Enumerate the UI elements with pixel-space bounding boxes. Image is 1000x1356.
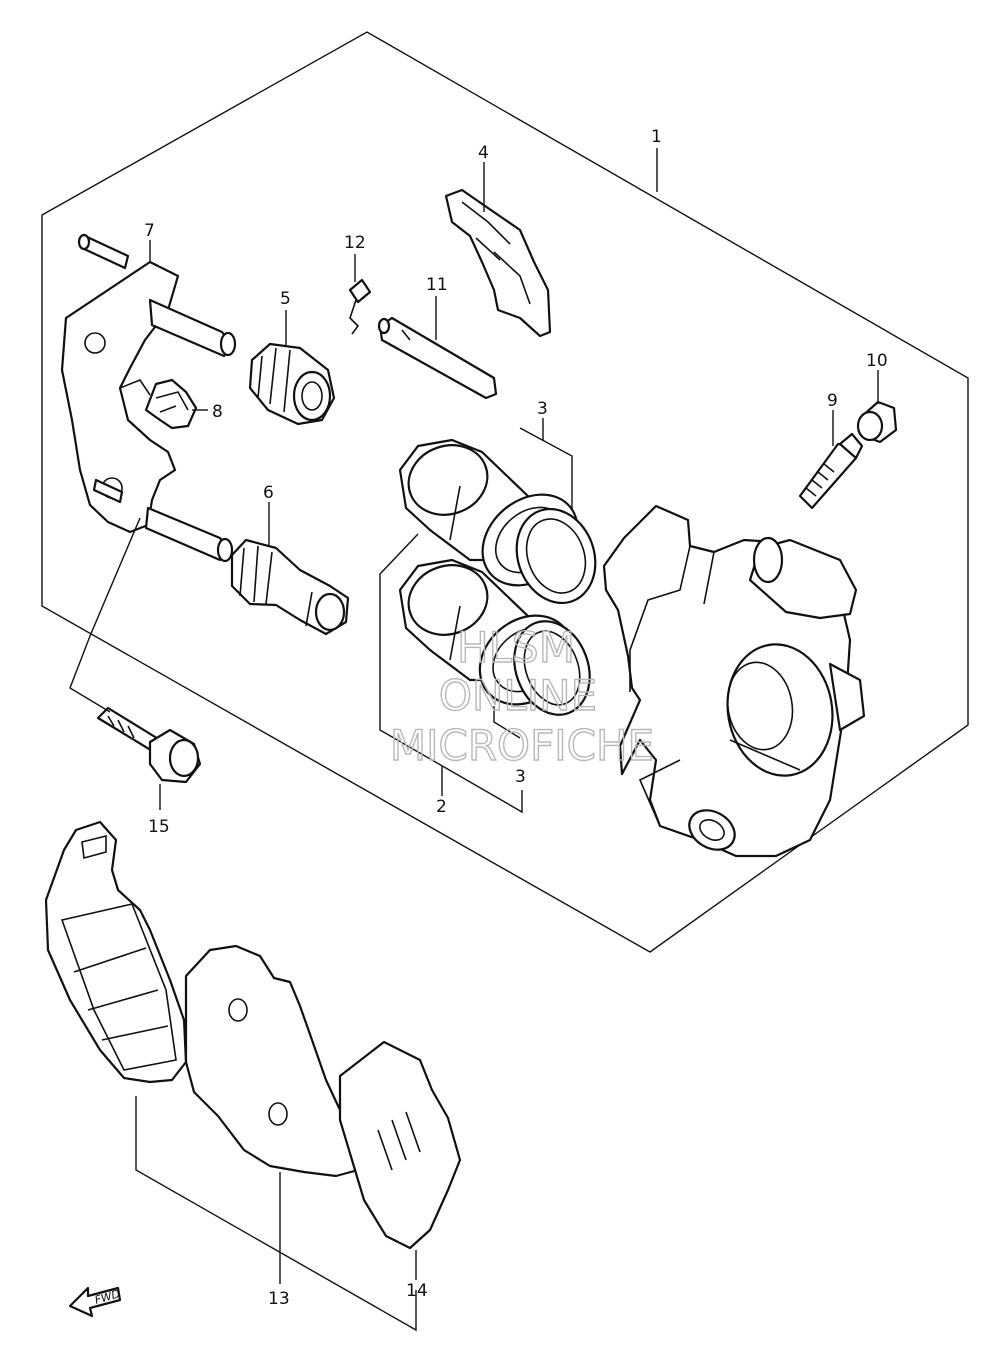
pad-spring[interactable] xyxy=(444,188,552,338)
bleeder-valve[interactable] xyxy=(798,432,864,510)
callout-11[interactable]: 11 xyxy=(426,275,448,295)
callout-8[interactable]: 8 xyxy=(212,402,223,422)
callout-3-lower[interactable]: 3 xyxy=(515,767,526,787)
callout-1[interactable]: 1 xyxy=(651,127,662,147)
callout-2[interactable]: 2 xyxy=(436,797,447,817)
piston-seal-lower[interactable] xyxy=(462,597,602,725)
callout-5[interactable]: 5 xyxy=(280,289,291,309)
pad-pin[interactable] xyxy=(377,316,498,400)
boot[interactable] xyxy=(248,342,336,426)
pin-clip[interactable] xyxy=(348,278,372,335)
assembly-boundary xyxy=(41,31,969,953)
caliper-holder[interactable] xyxy=(60,233,237,563)
callout-4[interactable]: 4 xyxy=(478,143,489,163)
seal-set-bracket-lower xyxy=(493,706,521,739)
watermark-line-3: MICROFICHE xyxy=(390,721,654,770)
watermark-line-2: ONLINE xyxy=(439,671,597,720)
piston-seal-upper[interactable] xyxy=(464,476,608,614)
piston-set-bracket xyxy=(379,533,523,814)
watermark-line-1: HLSM xyxy=(457,623,575,672)
seal-set-bracket-upper xyxy=(519,427,573,510)
slide-pin-boot[interactable] xyxy=(230,538,350,636)
pad-shim[interactable] xyxy=(338,1040,462,1250)
caliper-bolt[interactable] xyxy=(96,706,202,784)
callout-13[interactable]: 13 xyxy=(268,1289,290,1309)
bleeder-cap[interactable] xyxy=(856,400,898,444)
watermark: HLSM ONLINE MICROFICHE xyxy=(389,622,655,770)
callout-14[interactable]: 14 xyxy=(406,1281,428,1301)
holder-clip[interactable] xyxy=(144,378,198,430)
forward-arrow-icon: FWD xyxy=(68,1286,122,1318)
brake-pad-outer[interactable] xyxy=(44,820,188,1084)
bolt-holder-leader xyxy=(69,517,141,713)
callout-9[interactable]: 9 xyxy=(827,391,838,411)
callout-6[interactable]: 6 xyxy=(263,483,274,503)
caliper-body[interactable] xyxy=(602,504,866,858)
callout-10[interactable]: 10 xyxy=(866,351,888,371)
callout-7[interactable]: 7 xyxy=(144,221,155,241)
callout-12[interactable]: 12 xyxy=(344,233,366,253)
pad-set-bracket xyxy=(135,1096,417,1332)
callout-3-upper[interactable]: 3 xyxy=(537,399,548,419)
brake-pad-inner[interactable] xyxy=(184,944,360,1178)
callout-15[interactable]: 15 xyxy=(148,817,170,837)
